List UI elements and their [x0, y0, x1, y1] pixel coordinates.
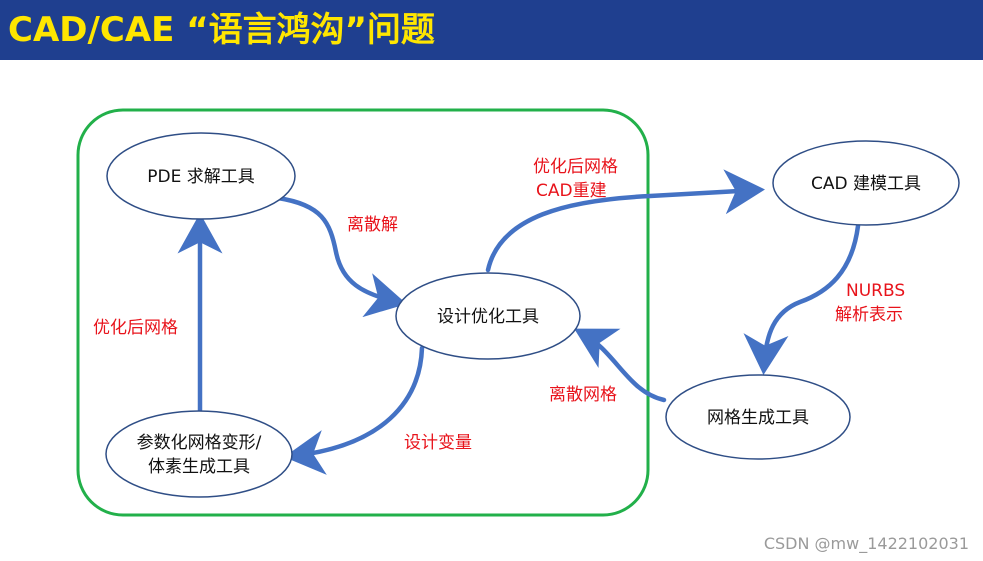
node-cad-modeling-label: CAD 建模工具: [811, 174, 921, 194]
node-mesh-generation-label: 网格生成工具: [707, 408, 809, 428]
node-mesh-generation: 网格生成工具: [665, 374, 851, 460]
node-cad-modeling: CAD 建模工具: [772, 140, 960, 226]
node-design-optimization-label: 设计优化工具: [437, 307, 539, 327]
arrow-cad-to-mesh: [743, 223, 861, 375]
node-pde-solver: PDE 求解工具: [106, 132, 296, 220]
edge-label-optimized-mesh-cad-line2: CAD重建: [536, 181, 607, 201]
internal-tools-frame: [76, 108, 650, 517]
node-design-optimization: 设计优化工具: [395, 272, 581, 360]
edge-label-discrete-solution: 离散解: [347, 215, 398, 235]
arrow-pde-to-design: [275, 195, 407, 318]
node-parametric-mesh-label-line2: 体素生成工具: [148, 457, 250, 477]
watermark: CSDN @mw_1422102031: [763, 534, 969, 553]
edge-label-optimized-mesh-cad-line1: 优化后网格: [533, 157, 618, 177]
edge-label-discrete-mesh: 离散网格: [549, 385, 617, 405]
title-bar: CAD/CAE “语言鸿沟”问题: [0, 0, 983, 60]
page-title: CAD/CAE “语言鸿沟”问题: [8, 10, 435, 50]
edge-label-optimized-mesh-left: 优化后网格: [93, 318, 178, 338]
arrow-mesh-to-design: [574, 328, 667, 403]
arrow-design-to-param: [284, 345, 425, 475]
arrow-design-to-cad: [485, 169, 765, 273]
node-parametric-mesh-label-line1: 参数化网格变形/: [137, 433, 262, 453]
node-pde-solver-label: PDE 求解工具: [147, 167, 255, 187]
edge-label-nurbs-line2: 解析表示: [835, 305, 903, 325]
node-parametric-mesh: 参数化网格变形/ 体素生成工具: [105, 410, 293, 498]
edge-label-design-variables: 设计变量: [404, 433, 472, 453]
edge-label-nurbs-line1: NURBS: [846, 281, 905, 301]
